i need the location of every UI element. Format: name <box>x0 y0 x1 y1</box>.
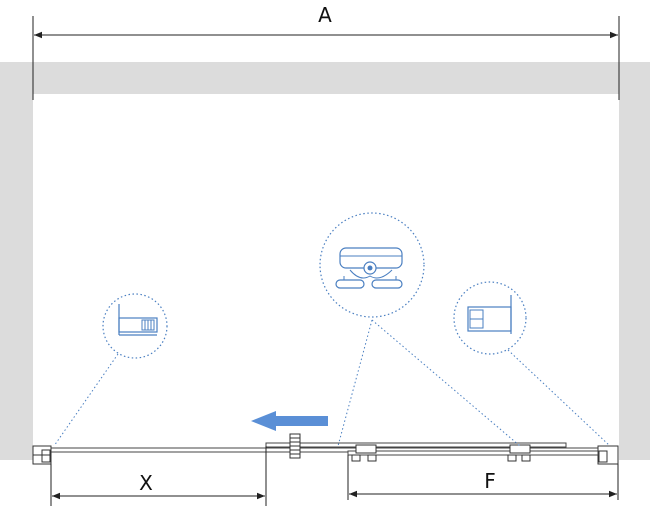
dimension-a: A <box>32 3 620 100</box>
wall-profile-detail-icon <box>102 293 168 359</box>
left-wall-profile <box>32 445 52 465</box>
dimension-f: F <box>347 455 619 500</box>
dimension-x: X <box>50 446 267 506</box>
glass-panels <box>51 433 599 462</box>
back-wall <box>0 62 650 94</box>
fixed-panel <box>347 450 599 456</box>
walls <box>0 62 650 460</box>
door-handle <box>289 433 301 459</box>
left-wall <box>0 62 33 460</box>
wall-profile-detail-icon-right <box>453 281 527 355</box>
right-wall-profile <box>597 445 619 465</box>
dimension-x-label: X <box>139 471 153 495</box>
arrow-left-icon <box>251 411 328 431</box>
right-wall <box>619 62 650 460</box>
roller-right <box>507 444 531 462</box>
detail-leaders <box>53 319 611 447</box>
sliding-door-panel <box>265 442 567 448</box>
dimension-f-label: F <box>484 469 496 493</box>
dimension-a-label: A <box>318 3 332 27</box>
roller-left <box>351 444 377 462</box>
roller-wheel-detail-icon <box>319 212 425 318</box>
